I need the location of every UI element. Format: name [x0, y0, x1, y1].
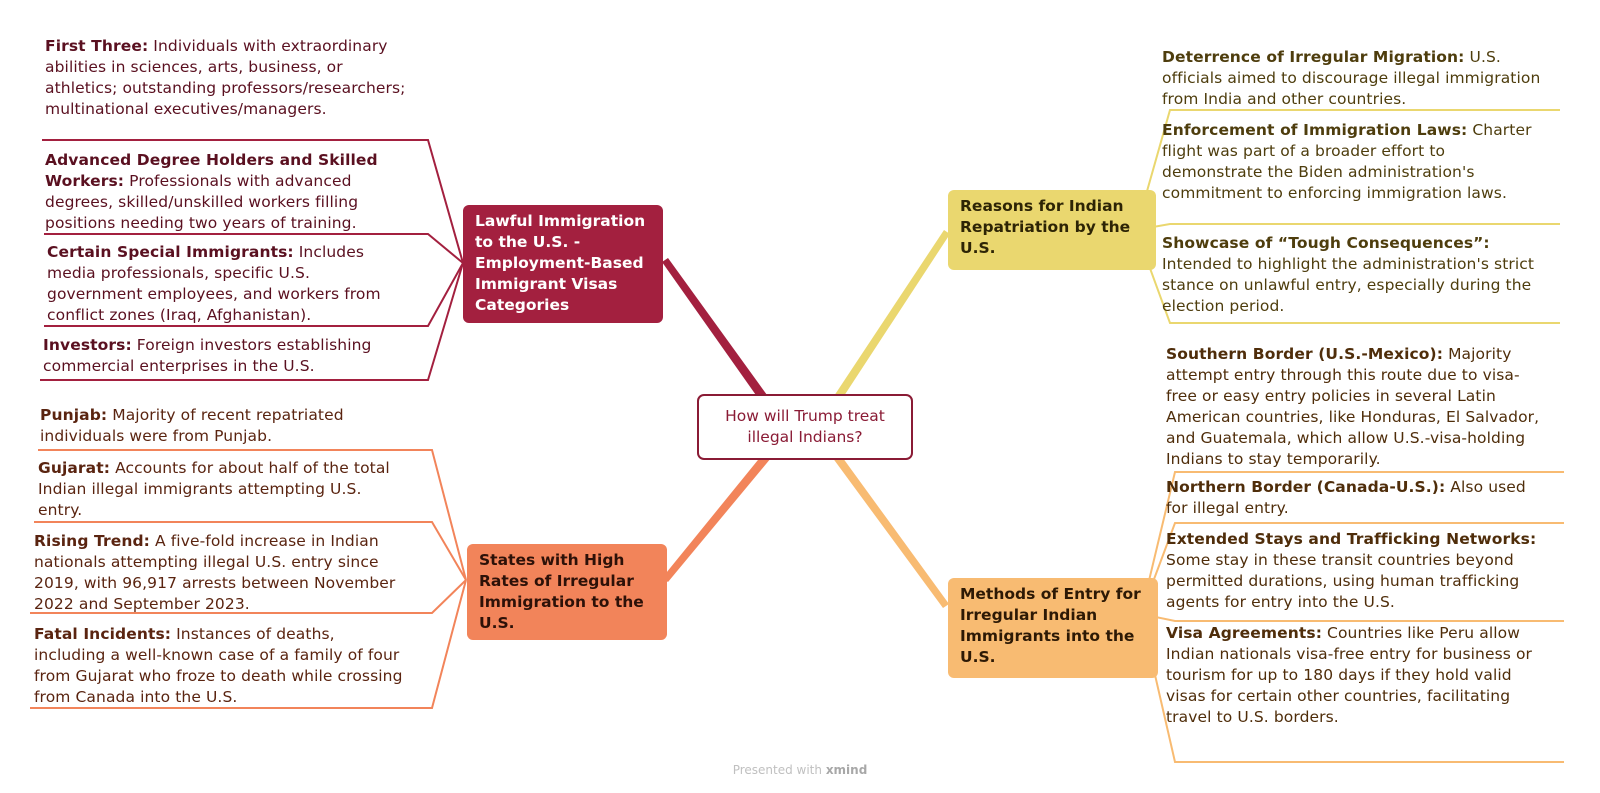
reasons-item-tough-consequences-title: Showcase of “Tough Consequences”:: [1162, 234, 1490, 252]
topic-methods-of-entry-label: Methods of Entry for Irregular Indian Im…: [960, 585, 1141, 666]
states-item-rising-trend[interactable]: Rising Trend: A five-fold increase in In…: [34, 531, 419, 615]
reasons-item-deterrence[interactable]: Deterrence of Irregular Migration: U.S. …: [1162, 47, 1552, 110]
footer-prefix: Presented with: [732, 763, 822, 777]
methods-item-southern-border-text: Majority attempt entry through this rout…: [1166, 345, 1540, 468]
branch-line-states: [662, 455, 771, 582]
states-item-punjab-title: Punjab:: [40, 406, 108, 424]
lawful-item-advanced-degree-title: Advanced Degree Holders and Skilled Work…: [45, 151, 378, 190]
reasons-item-deterrence-title: Deterrence of Irregular Migration:: [1162, 48, 1465, 66]
reasons-item-enforcement-title: Enforcement of Immigration Laws:: [1162, 121, 1468, 139]
states-item-fatal-incidents-text: Instances of deaths, including a well-kn…: [34, 625, 403, 706]
lawful-item-advanced-degree-text: Professionals with advanced degrees, ski…: [45, 172, 359, 232]
reasons-item-deterrence-text: U.S. officials aimed to discourage illeg…: [1162, 48, 1541, 108]
methods-item-visa-agreements-text: Countries like Peru allow Indian nationa…: [1166, 624, 1533, 726]
states-item-fatal-incidents-title: Fatal Incidents:: [34, 625, 172, 643]
states-item-rising-trend-title: Rising Trend:: [34, 532, 150, 550]
branch-line-methods: [832, 454, 949, 608]
lawful-item-first-three-title: First Three:: [45, 37, 149, 55]
states-item-fatal-incidents[interactable]: Fatal Incidents: Instances of deaths, in…: [34, 624, 409, 708]
central-topic[interactable]: How will Trump treat illegal Indians?: [697, 394, 913, 460]
methods-item-southern-border-title: Southern Border (U.S.-Mexico):: [1166, 345, 1444, 363]
reasons-item-enforcement[interactable]: Enforcement of Immigration Laws: Charter…: [1162, 120, 1547, 204]
topic-reasons-repatriation-label: Reasons for Indian Repatriation by the U…: [960, 197, 1131, 257]
branch-line-reasons: [834, 230, 950, 399]
lawful-item-special-immigrants-text: Includes media professionals, specific U…: [47, 243, 381, 324]
states-item-punjab-text: Majority of recent repatriated individua…: [40, 406, 344, 445]
topic-states-high-rates-label: States with High Rates of Irregular Immi…: [479, 551, 644, 632]
lawful-item-investors-title: Investors:: [43, 336, 132, 354]
reasons-item-tough-consequences-text: Intended to highlight the administration…: [1162, 255, 1535, 315]
presented-with-footer: Presented with xmind: [0, 763, 1600, 777]
topic-lawful-immigration[interactable]: Lawful Immigration to the U.S. - Employm…: [463, 205, 663, 323]
states-item-gujarat-text: Accounts for about half of the total Ind…: [38, 459, 390, 519]
methods-item-northern-border-title: Northern Border (Canada-U.S.):: [1166, 478, 1446, 496]
central-topic-label: How will Trump treat illegal Indians?: [725, 407, 885, 446]
lawful-connectors: [40, 139, 464, 381]
lawful-item-special-immigrants[interactable]: Certain Special Immigrants: Includes med…: [47, 242, 409, 326]
lawful-item-first-three-text: Individuals with extraordinary abilities…: [45, 37, 406, 118]
topic-lawful-immigration-label: Lawful Immigration to the U.S. - Employm…: [475, 212, 646, 314]
methods-item-extended-stays-text: Some stay in these transit countries bey…: [1166, 551, 1520, 611]
lawful-item-special-immigrants-title: Certain Special Immigrants:: [47, 243, 294, 261]
methods-item-extended-stays[interactable]: Extended Stays and Trafficking Networks:…: [1166, 529, 1551, 613]
xmind-logo: xmind: [825, 763, 868, 777]
topic-reasons-repatriation[interactable]: Reasons for Indian Repatriation by the U…: [948, 190, 1156, 270]
branch-line-lawful: [662, 258, 767, 398]
lawful-item-investors[interactable]: Investors: Foreign investors establishin…: [43, 335, 403, 377]
states-item-gujarat[interactable]: Gujarat: Accounts for about half of the …: [38, 458, 398, 521]
lawful-item-first-three[interactable]: First Three: Individuals with extraordin…: [45, 36, 415, 120]
reasons-item-enforcement-text: Charter flight was part of a broader eff…: [1162, 121, 1532, 202]
topic-states-high-rates[interactable]: States with High Rates of Irregular Immi…: [467, 544, 667, 640]
lawful-item-investors-text: Foreign investors establishing commercia…: [43, 336, 372, 375]
methods-item-northern-border[interactable]: Northern Border (Canada-U.S.): Also used…: [1166, 477, 1546, 519]
topic-methods-of-entry[interactable]: Methods of Entry for Irregular Indian Im…: [948, 578, 1158, 678]
lawful-item-advanced-degree[interactable]: Advanced Degree Holders and Skilled Work…: [45, 150, 395, 234]
states-item-punjab[interactable]: Punjab: Majority of recent repatriated i…: [40, 405, 390, 447]
methods-item-visa-agreements-title: Visa Agreements:: [1166, 624, 1323, 642]
methods-item-southern-border[interactable]: Southern Border (U.S.-Mexico): Majority …: [1166, 344, 1546, 470]
states-connectors: [30, 449, 467, 709]
states-item-rising-trend-text: A five-fold increase in Indian nationals…: [34, 532, 396, 613]
methods-item-northern-border-text: Also used for illegal entry.: [1166, 478, 1526, 517]
methods-item-visa-agreements[interactable]: Visa Agreements: Countries like Peru all…: [1166, 623, 1541, 728]
states-item-gujarat-title: Gujarat:: [38, 459, 111, 477]
methods-item-extended-stays-title: Extended Stays and Trafficking Networks:: [1166, 530, 1537, 548]
reasons-item-tough-consequences[interactable]: Showcase of “Tough Consequences”: Intend…: [1162, 233, 1537, 317]
